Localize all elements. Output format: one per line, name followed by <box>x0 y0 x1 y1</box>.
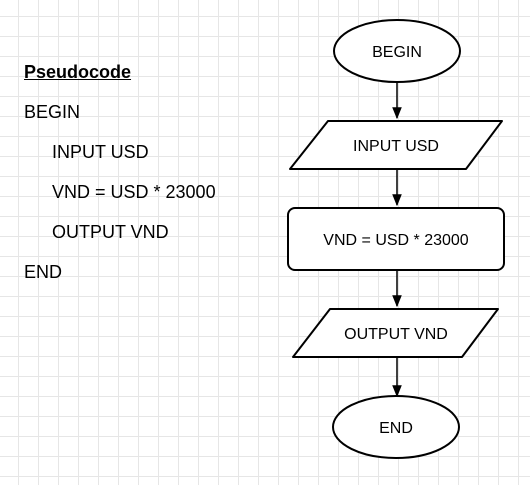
output-label: OUTPUT VND <box>344 326 448 343</box>
pseudocode-line-end: END <box>24 262 63 282</box>
output-data-shape <box>292 308 499 358</box>
end-label: END <box>379 420 413 437</box>
node-end: END <box>332 395 460 459</box>
node-output: OUTPUT VND <box>292 308 499 358</box>
input-label: INPUT USD <box>353 138 439 155</box>
process-label: VND = USD * 23000 <box>323 232 469 249</box>
pseudocode-line-process: VND = USD * 23000 <box>52 182 216 202</box>
pseudocode-title: Pseudocode <box>24 62 132 82</box>
process-shape <box>287 207 505 271</box>
node-begin: BEGIN <box>333 19 461 83</box>
node-process: VND = USD * 23000 <box>287 207 505 271</box>
end-terminator-shape <box>332 395 460 459</box>
pseudocode-line-begin: BEGIN <box>24 102 81 122</box>
begin-terminator-shape <box>333 19 461 83</box>
pseudocode-line-output: OUTPUT VND <box>52 222 169 242</box>
begin-label: BEGIN <box>372 44 422 61</box>
node-input: INPUT USD <box>289 120 503 170</box>
input-data-shape <box>289 120 503 170</box>
pseudocode-line-input: INPUT USD <box>52 142 149 162</box>
